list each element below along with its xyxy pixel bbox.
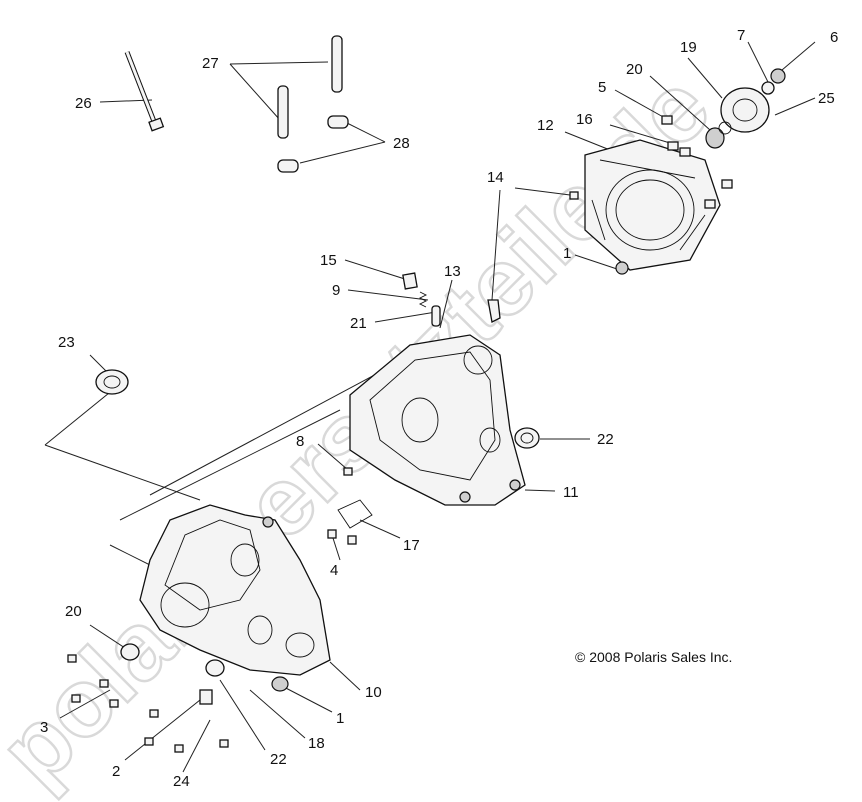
part-bearing-stack (705, 68, 786, 149)
part-long-bolt (124, 51, 165, 132)
part-front-hardware (67, 643, 289, 753)
callout-16: 16 (576, 111, 593, 128)
callout-14: 14 (487, 169, 504, 186)
callout-10: 10 (365, 684, 382, 701)
callout-1-bottom: 1 (336, 710, 344, 727)
part-clips (277, 115, 349, 173)
callout-27: 27 (202, 55, 219, 72)
callout-7: 7 (737, 27, 745, 44)
callout-22-bottom: 22 (270, 751, 287, 768)
part-front-case (139, 504, 331, 676)
callout-1-top: 1 (563, 245, 571, 262)
callout-20-bottom: 20 (65, 603, 82, 620)
callout-28: 28 (393, 135, 410, 152)
part-rear-cover (584, 139, 721, 275)
leader-lines (44, 41, 816, 773)
callout-19: 19 (680, 39, 697, 56)
callout-4: 4 (330, 562, 338, 579)
callout-11: 11 (563, 484, 579, 501)
copyright-text: © 2008 Polaris Sales Inc. (575, 649, 732, 665)
callout-13: 13 (444, 263, 461, 280)
callout-9: 9 (332, 282, 340, 299)
callout-15: 15 (320, 252, 337, 269)
callout-17: 17 (403, 537, 420, 554)
callout-5: 5 (598, 79, 606, 96)
callout-labels: 26 27 28 19 7 6 20 25 5 16 12 14 1 15 13… (40, 27, 838, 790)
callout-2: 2 (112, 763, 120, 780)
callout-6: 6 (830, 29, 838, 46)
callout-3: 3 (40, 719, 48, 736)
part-seal-left (95, 369, 129, 395)
callout-18: 18 (308, 735, 325, 752)
callout-24: 24 (173, 773, 190, 790)
part-middle-case (349, 334, 526, 506)
part-plunger-spring (402, 272, 501, 327)
callout-23: 23 (58, 334, 75, 351)
callout-20-top: 20 (626, 61, 643, 78)
callout-25: 25 (818, 90, 835, 107)
callout-26: 26 (75, 95, 92, 112)
callout-8: 8 (296, 433, 304, 450)
callout-22-right: 22 (597, 431, 614, 448)
part-bracket (327, 467, 373, 545)
part-rear-bolts (569, 115, 733, 209)
part-dowel-pins (277, 35, 343, 139)
callout-21: 21 (350, 315, 367, 332)
part-seal-right (514, 427, 540, 449)
callout-12: 12 (537, 117, 554, 134)
